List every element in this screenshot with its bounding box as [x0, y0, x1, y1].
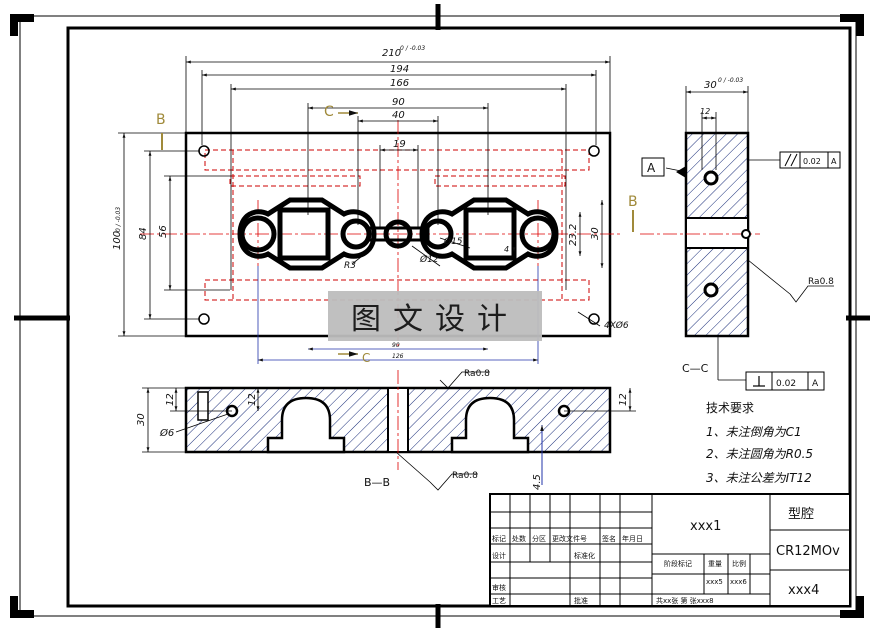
tb-part-name: 型腔 [788, 507, 814, 522]
perpendicularity-frame: 0.02 A [717, 336, 825, 391]
dim-56: 56 [158, 225, 169, 238]
bb-dim-phi6: Ø6 [159, 427, 174, 439]
dim-4: 4 [504, 245, 509, 254]
dim-phi12: Ø12 [419, 254, 439, 265]
perp-tol-value: 0.02 [776, 379, 796, 389]
datum-a-label: A [647, 161, 656, 175]
tb-standard: 标准化 [574, 551, 595, 560]
section-marks: B B C C [156, 104, 638, 365]
tb-design: 设计 [492, 551, 506, 560]
dim-phi15: Ø15 [443, 236, 463, 247]
bb-dim-12a: 12 [165, 393, 176, 406]
bb-dim-12c: 12 [618, 393, 629, 406]
bb-roughness-bottom: Ra0.8 [452, 471, 478, 481]
tb-header-0: 标记 [492, 534, 506, 543]
dim-40: 40 [392, 110, 405, 121]
sheet-border [10, 4, 870, 628]
dim-30: 30 [590, 227, 601, 240]
bb-dim-12b: 12 [247, 393, 258, 406]
dim-bottom-126: 126 [392, 353, 404, 360]
datum-a-box [641, 157, 665, 177]
technical-notes: 技术要求 1、未注倒角为C1 2、未注圆角为R0.5 3、未注公差为IT12 [706, 401, 813, 485]
cavity-right [419, 197, 559, 271]
side-dim-12: 12 [700, 107, 710, 116]
watermark-banner: 图文设计 [328, 291, 542, 341]
dim-overall-tol: 0 / -0.03 [400, 45, 425, 52]
tb-material: CR12MOv [776, 544, 840, 559]
bb-section-name: B—B [364, 476, 390, 489]
perp-tol-ref: A [812, 379, 819, 389]
section-label-c-bottom: C [362, 351, 370, 365]
runner [366, 226, 430, 242]
tb-header-3: 更改文件号 [552, 534, 587, 543]
tb-process: 工艺 [492, 597, 506, 605]
dim-overall-height: 100 [112, 231, 123, 250]
side-view: 30 0 / -0.03 12 A 0.02 A Ra0.8 C—C [640, 77, 841, 391]
dim-overall-width: 210 [382, 48, 401, 59]
note-3: 3、未注公差为IT12 [706, 471, 812, 485]
section-label-c-top: C [324, 104, 334, 120]
dim-194: 194 [390, 64, 409, 75]
note-2: 2、未注圆角为R0.5 [706, 447, 813, 461]
tb-header-2: 分区 [532, 534, 546, 543]
tb-header-4: 签名 [602, 534, 616, 543]
tb-scale-label: 比例 [732, 559, 746, 568]
side-roughness: Ra0.8 [808, 277, 834, 287]
dim-90: 90 [392, 97, 405, 108]
side-section-name: C—C [682, 362, 709, 375]
sprue-hole [383, 219, 413, 249]
tb-drawing-no: xxx1 [690, 519, 721, 534]
tb-approve: 批准 [574, 596, 588, 605]
section-bb-view: 30 12 12 12 Ø6 4.5 Ra0.8 Ra0.8 B—B [136, 369, 636, 491]
notes-title: 技术要求 [706, 401, 754, 415]
note-1: 1、未注倒角为C1 [706, 425, 802, 439]
dim-r3: R3 [344, 261, 356, 271]
dim-holes: 4XØ6 [604, 320, 629, 331]
dim-166: 166 [390, 78, 409, 89]
tb-review: 审核 [492, 583, 506, 592]
dim-height-tol: 0 / -0.03 [115, 207, 122, 232]
tb-header-5: 年月日 [622, 534, 643, 543]
dim-bottom-90: 90 [392, 342, 400, 349]
section-label-b-left: B [156, 112, 166, 128]
tb-weight: xxx5 [706, 578, 723, 586]
tb-scale: xxx6 [730, 578, 747, 586]
dim-84: 84 [138, 227, 149, 240]
side-view-slot [685, 217, 749, 249]
bb-dim-depth: 4.5 [532, 474, 543, 490]
section-label-b-right: B [628, 194, 638, 210]
tb-stage-mark: 阶段标记 [664, 559, 692, 568]
tb-sheets: 共xx张 第 张xxx8 [656, 596, 714, 605]
dim-19: 19 [393, 139, 406, 150]
parallel-tol-value: 0.02 [803, 157, 821, 166]
side-dim-width: 30 [704, 80, 717, 91]
parallel-tolerance-frame: 0.02 A [779, 151, 841, 169]
side-dim-width-tol: 0 / -0.03 [718, 77, 743, 84]
parallel-tol-ref: A [831, 157, 837, 166]
tb-header-1: 处数 [512, 534, 526, 543]
bb-dim-30: 30 [136, 413, 147, 426]
title-block: 标记 处数 分区 更改文件号 签名 年月日 设计 标准化 审核 工艺 批准 阶段… [489, 493, 851, 607]
top-dimensions [118, 56, 611, 364]
tb-code: xxx4 [788, 583, 819, 598]
dim-23-2: 23.2 [568, 224, 579, 246]
bb-roughness-top: Ra0.8 [464, 369, 490, 379]
cavity-left [237, 197, 377, 271]
hidden-lines [204, 149, 590, 301]
tb-weight-label: 重量 [708, 560, 722, 568]
